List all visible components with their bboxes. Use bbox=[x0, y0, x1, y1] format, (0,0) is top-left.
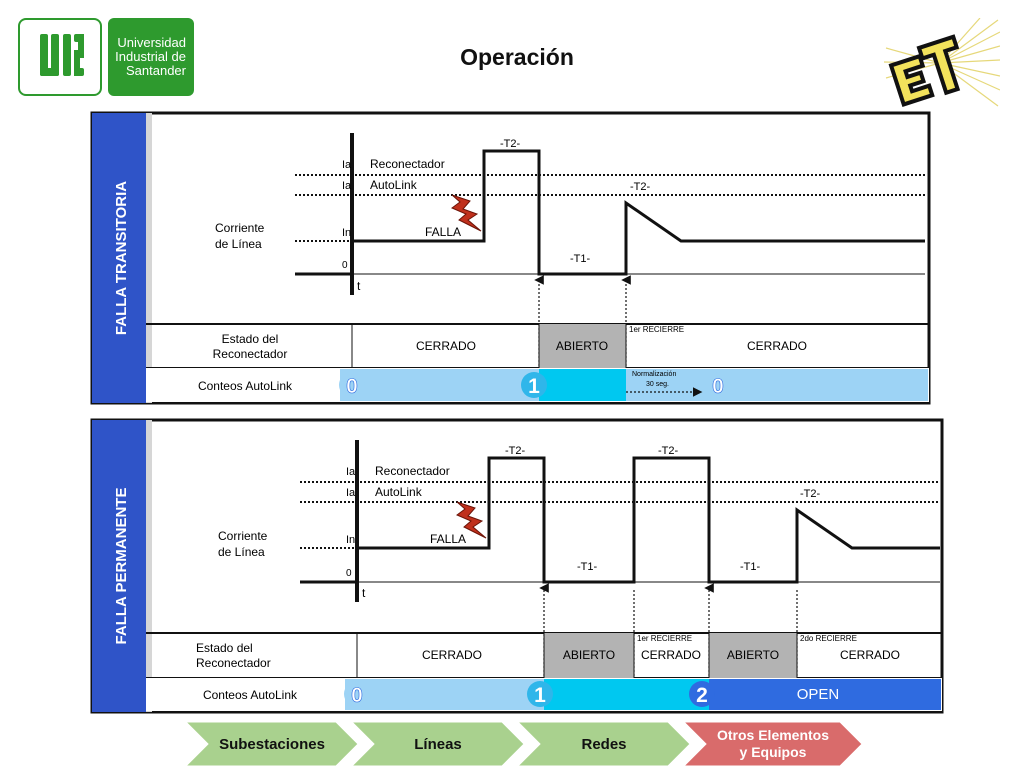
panel-1-corriente-line-1: Corriente bbox=[215, 221, 265, 235]
panel-1-zero-label: 0 bbox=[342, 260, 348, 271]
panel-1-pulse-label-2: -T1- bbox=[570, 253, 591, 265]
panel-1-t-label: t bbox=[357, 279, 361, 293]
panel-2-ia-label-2: Ia bbox=[346, 487, 356, 499]
panel-1-normalizacion-line-2: 30 seg. bbox=[646, 381, 669, 388]
panel-2-state-1: CERRADO bbox=[422, 648, 482, 662]
panel-1-estado-line-1: Estado del bbox=[222, 332, 279, 346]
uis-name-line-1: Universidad bbox=[117, 35, 186, 50]
panel-1-autolink-label: AutoLink bbox=[370, 178, 418, 192]
uis-logo: Universidad Industrial de Santander bbox=[18, 18, 196, 98]
panel-1-state-abierto-fill bbox=[539, 324, 626, 368]
panel-2-corriente-line-1: Corriente bbox=[218, 529, 268, 543]
uis-logo-mark bbox=[18, 18, 102, 96]
panel-2-corriente-line-2: de Línea bbox=[218, 545, 265, 559]
panel-2-count-bar-open bbox=[709, 679, 941, 710]
panel-1-reconectador-label: Reconectador bbox=[370, 157, 445, 171]
section-nav: Subestaciones Líneas Redes Otros Element… bbox=[186, 722, 866, 768]
panel-2-state-abierto-fill-2 bbox=[709, 633, 797, 678]
panel-2-estado-line-1: Estado del bbox=[196, 641, 253, 655]
panel-2-autolink-label: AutoLink bbox=[375, 485, 423, 499]
panel-1-count-bar-1 bbox=[539, 369, 626, 401]
nav-lineas-label: Líneas bbox=[414, 735, 462, 753]
panel-1-count-0: 0 bbox=[346, 375, 358, 398]
panel-1-reclose-label: 1er RECIERRE bbox=[629, 325, 684, 334]
panel-1-falla-label: FALLA bbox=[425, 225, 461, 239]
nav-otros-elementos[interactable]: Otros Elementos y Equipos bbox=[684, 722, 862, 766]
panel-2-reclose-label-2: 2do RECIERRE bbox=[800, 634, 857, 643]
panel-falla-permanente: FALLA PERMANENTE Ia Reconectador Ia Auto… bbox=[90, 418, 944, 714]
panel-2-state-2: ABIERTO bbox=[563, 648, 615, 662]
panel-2-open-label: OPEN bbox=[797, 686, 840, 703]
panel-2-lightning-icon bbox=[456, 501, 487, 539]
panel-1-count-1: 1 bbox=[528, 375, 540, 398]
nav-otros-elementos-label: Otros Elementos y Equipos bbox=[716, 727, 830, 760]
panel-1-frame bbox=[90, 111, 931, 405]
panel-1-ia-label-2: Ia bbox=[342, 180, 352, 192]
panel-1-side-bar bbox=[92, 113, 146, 403]
nav-subestaciones-label: Subestaciones bbox=[219, 735, 325, 753]
panel-2-state-3: CERRADO bbox=[641, 648, 701, 662]
panel-1-ia-label-1: Ia bbox=[342, 159, 352, 171]
panel-2-state-abierto-fill-1 bbox=[544, 633, 634, 678]
panel-2-reclose-label-1: 1er RECIERRE bbox=[637, 634, 692, 643]
panel-1-state-3: CERRADO bbox=[747, 339, 807, 353]
panel-2-conteos-label: Conteos AutoLink bbox=[203, 688, 298, 702]
uis-name-line-2: Industrial de bbox=[115, 49, 186, 64]
panel-2-count-1: 1 bbox=[534, 684, 546, 707]
panel-2-pulse-label-1: -T2- bbox=[505, 445, 526, 457]
panel-1-count-bar-2 bbox=[626, 369, 928, 401]
panel-1-count-2: 0 bbox=[712, 375, 724, 398]
panel-2-zero-label: 0 bbox=[346, 568, 352, 579]
panel-1-conteos-label: Conteos AutoLink bbox=[198, 379, 293, 393]
panel-2-pulse-label-4: -T1- bbox=[740, 561, 761, 573]
panel-2-frame bbox=[90, 418, 944, 714]
et-logo bbox=[880, 17, 1001, 108]
panel-1-state-1: CERRADO bbox=[416, 339, 476, 353]
panel-2-count-2: 2 bbox=[696, 684, 708, 707]
page-title: Operación bbox=[460, 44, 574, 70]
panel-1-lightning-icon bbox=[451, 194, 482, 232]
panel-2-falla-label: FALLA bbox=[430, 532, 466, 546]
uis-name-line-3: Santander bbox=[126, 63, 186, 78]
panel-2-current-waveform bbox=[357, 456, 940, 584]
panel-1-in-label: In bbox=[342, 227, 351, 239]
panel-1-count-bar-0 bbox=[340, 369, 540, 401]
panel-1-side-label: FALLA TRANSITORIA bbox=[113, 181, 130, 335]
panel-1-corriente-line-2: de Línea bbox=[215, 237, 262, 251]
panel-1-state-2: ABIERTO bbox=[556, 339, 608, 353]
nav-redes-label: Redes bbox=[581, 735, 627, 753]
panel-2-pulse-label-2: -T2- bbox=[658, 445, 679, 457]
panel-2-t-label: t bbox=[362, 586, 366, 600]
nav-subestaciones[interactable]: Subestaciones bbox=[186, 722, 358, 766]
panel-2-count-bar-1 bbox=[544, 679, 709, 710]
nav-lineas[interactable]: Líneas bbox=[352, 722, 524, 766]
panel-1-current-waveform bbox=[352, 149, 925, 276]
panel-falla-transitoria: FALLA TRANSITORIA Ia Reconectador Ia Aut… bbox=[90, 111, 931, 405]
panel-1-pulse-label-3: -T2- bbox=[630, 181, 651, 193]
panel-2-in-label: In bbox=[346, 534, 355, 546]
recloser-diagram: FALLA TRANSITORIA Ia Reconectador Ia Aut… bbox=[90, 111, 944, 714]
panel-2-reconectador-label: Reconectador bbox=[375, 464, 450, 478]
panel-2-count-bar-0 bbox=[345, 679, 545, 710]
panel-2-state-4: ABIERTO bbox=[727, 648, 779, 662]
panel-2-state-5: CERRADO bbox=[840, 648, 900, 662]
panel-1-estado-line-2: Reconectador bbox=[213, 347, 288, 361]
panel-2-pulse-label-5: -T2- bbox=[800, 488, 821, 500]
panel-2-side-label: FALLA PERMANENTE bbox=[113, 488, 130, 645]
panel-1-pulse-label-1: -T2- bbox=[500, 138, 521, 150]
panel-2-pulse-label-3: -T1- bbox=[577, 561, 598, 573]
panel-2-count-0: 0 bbox=[351, 684, 363, 707]
panel-2-side-bar bbox=[92, 420, 146, 712]
nav-redes[interactable]: Redes bbox=[518, 722, 690, 766]
panel-1-normalizacion-line-1: Normalización bbox=[632, 371, 676, 378]
panel-2-ia-label-1: Ia bbox=[346, 466, 356, 478]
panel-2-estado-line-2: Reconectador bbox=[196, 656, 271, 670]
uis-logo-name: Universidad Industrial de Santander bbox=[108, 18, 194, 96]
